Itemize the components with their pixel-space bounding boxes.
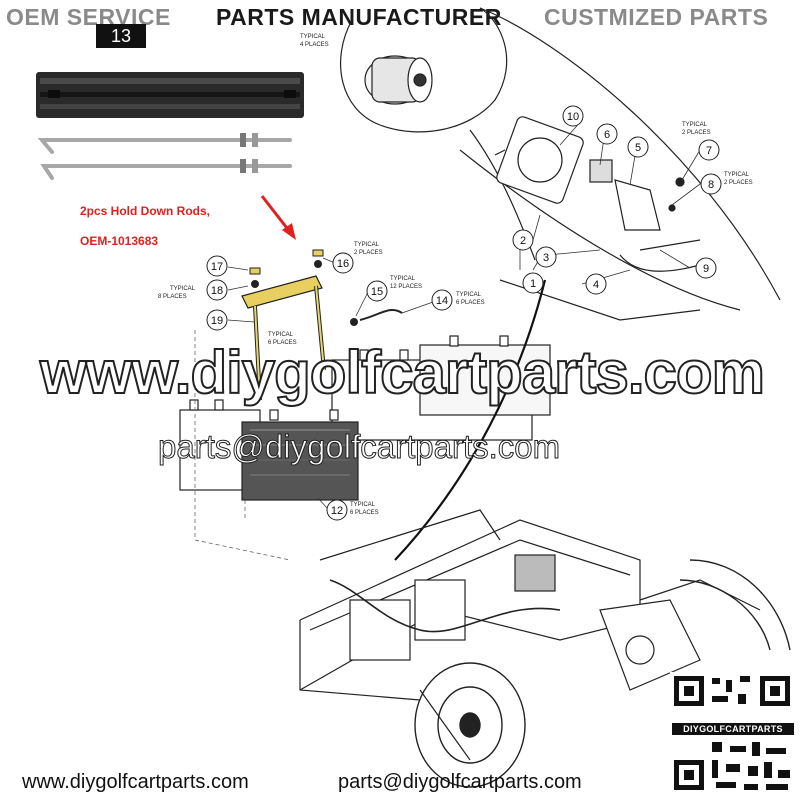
callout-19: 19: [211, 315, 223, 327]
cart-wheel-front: [414, 662, 526, 788]
svg-text:2 PLACES: 2 PLACES: [682, 130, 711, 136]
svg-text:TYPICAL: TYPICAL: [354, 242, 380, 248]
svg-text:2 PLACES: 2 PLACES: [724, 180, 753, 186]
svg-text:TYPICAL: TYPICAL: [170, 286, 196, 292]
callout-4: 4: [593, 279, 599, 291]
footer-website-link[interactable]: www.diygolfcartparts.com: [22, 771, 249, 793]
callout-7: 7: [706, 145, 712, 157]
callout-5: 5: [635, 142, 641, 154]
svg-text:8 PLACES: 8 PLACES: [158, 294, 187, 300]
qr-label: DIYGOLFCARTPARTS: [672, 723, 794, 735]
svg-text:4 PLACES: 4 PLACES: [300, 42, 329, 48]
callout-17: 17: [211, 261, 223, 273]
callout-2: 2: [520, 235, 526, 247]
callout-15: 15: [371, 286, 383, 298]
callout-circles: [206, 105, 722, 521]
svg-text:TYPICAL: TYPICAL: [390, 276, 416, 282]
callout-16: 16: [337, 258, 349, 270]
header-parts-manufacturer: PARTS MANUFACTURER: [216, 4, 502, 30]
watermark-email: parts@diygolfcartparts.com: [157, 428, 561, 466]
callout-numbers: 10 6 5 7 8 2 3 4 9 1 17 18 19 16 15 14 1…: [211, 111, 714, 517]
callout-10: 10: [567, 111, 579, 123]
item-number-badge: 13: [96, 24, 146, 48]
golf-cart-chassis: [299, 509, 761, 761]
callout-9: 9: [703, 263, 709, 275]
svg-text:TYPICAL: TYPICAL: [456, 292, 482, 298]
callout-8: 8: [708, 179, 714, 191]
callout-12: 12: [331, 505, 343, 517]
callout-18: 18: [211, 285, 223, 297]
svg-text:TYPICAL: TYPICAL: [350, 502, 376, 508]
svg-text:6 PLACES: 6 PLACES: [350, 510, 379, 516]
hold-down-bar-diagram: [241, 249, 403, 401]
cart-wheel-rear: [679, 559, 791, 651]
callout-6: 6: [604, 129, 610, 141]
callout-1: 1: [530, 278, 536, 290]
header-customized-parts: CUSTMIZED PARTS: [544, 4, 769, 30]
battery-pack: [179, 335, 551, 501]
footer-email-link[interactable]: parts@diygolfcartparts.com: [338, 771, 582, 793]
svg-text:TYPICAL: TYPICAL: [300, 34, 326, 40]
svg-text:2 PLACES: 2 PLACES: [354, 250, 383, 256]
hold-down-rods-callout: 2pcs Hold Down Rods,: [80, 204, 211, 218]
red-arrow-icon: [260, 195, 296, 240]
svg-text:TYPICAL: TYPICAL: [268, 332, 294, 338]
motor-detail-view: [339, 7, 781, 321]
svg-text:TYPICAL: TYPICAL: [682, 122, 708, 128]
svg-text:6 PLACES: 6 PLACES: [456, 300, 485, 306]
callout-14: 14: [436, 295, 448, 307]
oem-part-number: OEM-1013683: [80, 234, 159, 248]
svg-text:6 PLACES: 6 PLACES: [268, 340, 297, 346]
svg-text:TYPICAL: TYPICAL: [724, 172, 750, 178]
callout-3: 3: [543, 252, 549, 264]
watermark-website: www.diygolfcartparts.com: [39, 338, 766, 407]
guide-lines: [194, 330, 291, 561]
hold-down-rods-photo: [37, 133, 292, 180]
typical-notes: TYPICAL 4 PLACES TYPICAL 2 PLACES TYPICAL 2…: [158, 34, 753, 516]
hold-down-bar-photo: [36, 72, 304, 118]
svg-text:12 PLACES: 12 PLACES: [390, 284, 422, 290]
